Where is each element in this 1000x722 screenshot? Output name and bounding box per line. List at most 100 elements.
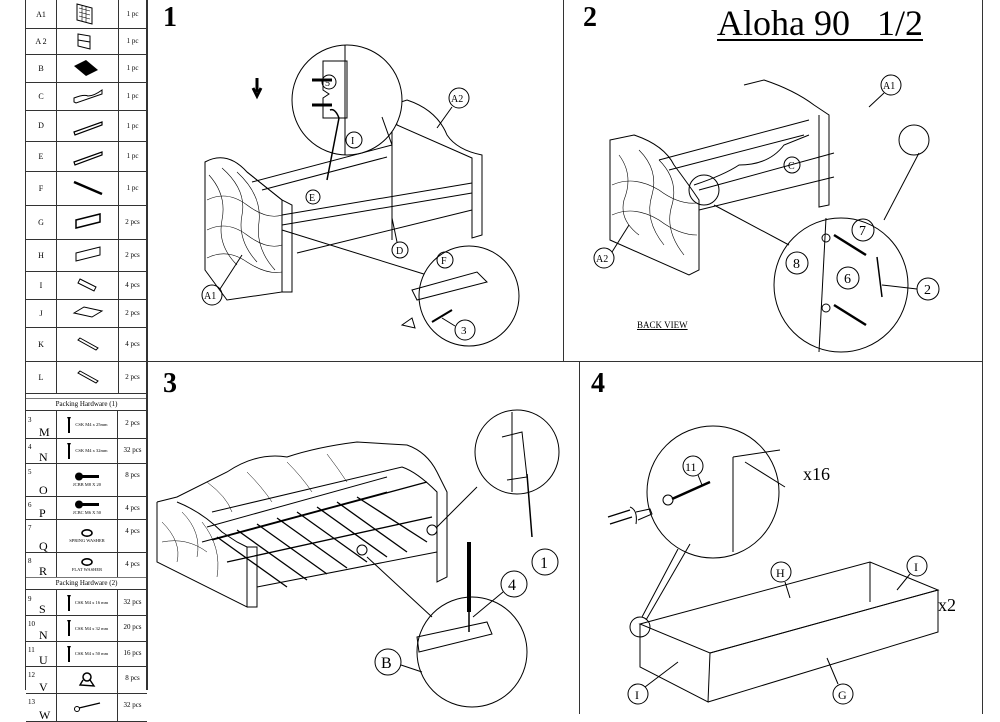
hardware-qty: 4 pcs [125, 560, 140, 568]
detail-circle-screw-step4 [646, 425, 780, 559]
divider-top-middle [563, 0, 564, 362]
part-qty: 1 pc [126, 64, 139, 72]
hardware-desc: JCBB M8 X 20 [72, 482, 102, 487]
hardware-desc: CSK M4 x 32mm [75, 448, 108, 453]
part-qty: 4 pcs [125, 281, 140, 289]
detail-circle-bracket-step3 [474, 409, 560, 495]
divider-left [146, 0, 147, 690]
callout-a1: A1 [204, 291, 216, 302]
step-number-2: 2 [583, 2, 597, 33]
part-row: K 4 pcs [26, 327, 147, 362]
part-qty: 1 pc [126, 184, 139, 192]
hardware-desc: CSK M4 x 50 mm [74, 651, 109, 656]
part-row: E 1 pc [26, 141, 147, 172]
headboard-a2 [609, 134, 700, 276]
part-row: A 2 1 pc [26, 28, 147, 55]
document-title: Aloha 90 1/2 [717, 3, 923, 43]
multiplier-x2: x2 [938, 595, 956, 615]
board-icon [57, 54, 119, 82]
hardware-desc: JCBC M6 X 50 [72, 510, 102, 515]
callout-6: 6 [844, 272, 851, 287]
step-2-illustration: C A1 A2 7 8 6 2 [593, 74, 940, 353]
step-number-3: 3 [163, 368, 177, 399]
hardware-2-header: Packing Hardware (2) [26, 577, 147, 590]
multiplier-x16: x16 [803, 464, 830, 484]
daybed-assembled [156, 441, 448, 608]
hardware-qty: 32 pcs [123, 446, 142, 454]
tufted-headboard-icon [57, 0, 119, 28]
detail-circle-screw [416, 596, 528, 708]
part-qty: 2 pcs [125, 309, 140, 317]
part-code: I [26, 271, 57, 299]
part-code: A 2 [26, 28, 57, 54]
hardware-qty: 8 pcs [125, 471, 140, 479]
callout-4: 4 [508, 577, 516, 594]
rail-icon [57, 141, 119, 171]
callout-h: H [776, 566, 785, 580]
drawer-bottom-icon [57, 299, 119, 327]
washer-icon: SPRING WASHER [57, 519, 118, 552]
part-code: C [26, 82, 57, 110]
hardware-qty: 8 pcs [125, 674, 140, 682]
screw-icon: CSK M4 x 16 mm [57, 590, 118, 615]
part-row: G 2 pcs [26, 205, 147, 240]
divider-horizontal [146, 361, 983, 362]
rail-icon [57, 110, 119, 141]
callout-i: I [351, 136, 354, 147]
hardware-1-header: Packing Hardware (1) [26, 398, 147, 411]
hardware-qty: 32 pcs [123, 701, 142, 709]
part-row: J 2 pcs [26, 299, 147, 328]
callout-11: 11 [685, 460, 697, 474]
hardware-qty: 32 pcs [123, 598, 142, 606]
hardware-qty: 16 pcs [123, 649, 142, 657]
drawer-back-icon [57, 239, 119, 271]
back-rail-icon [57, 82, 119, 110]
callout-1: 1 [540, 555, 548, 572]
detail-circle-bolts [773, 217, 909, 353]
callout-c: C [788, 161, 795, 172]
wheel-bracket-icon [57, 666, 118, 693]
part-row: L 2 pcs [26, 361, 147, 394]
callout-e: E [309, 193, 315, 204]
rod-icon [57, 171, 119, 205]
part-qty: 2 pcs [125, 251, 140, 259]
hardware-qty: 4 pcs [125, 504, 140, 512]
callout-7: 7 [859, 224, 866, 239]
hardware-desc: CSK M4 x 32 mm [74, 625, 109, 631]
callout-8: 8 [793, 257, 800, 272]
hardware-desc: CSK M4 x 16 mm [74, 600, 109, 605]
part-qty: 1 pc [126, 121, 139, 130]
drawer-side-icon [57, 271, 119, 299]
callout-a2-step2: A2 [596, 254, 608, 265]
part-row: C 1 pc [26, 82, 147, 111]
part-code: H [26, 239, 57, 271]
callout-5: 5 [325, 78, 330, 89]
part-row: D 1 pc [26, 110, 147, 142]
callout-i-top: I [914, 560, 918, 574]
side-panel-icon [57, 28, 119, 54]
divider-right [982, 0, 983, 714]
part-code: B [26, 54, 57, 82]
callout-a1-step2: A1 [883, 81, 895, 92]
divider-bottom-middle [579, 362, 580, 714]
hardware-qty: 4 pcs [125, 527, 140, 535]
back-view-label: BACK VIEW [637, 320, 688, 330]
hardware-desc: SPRING WASHER [69, 537, 105, 543]
part-row: A1 1 pc [26, 0, 147, 29]
step-1-illustration: E D A1 A2 5 I F 3 [201, 44, 520, 347]
part-qty: 1 pc [126, 92, 139, 100]
